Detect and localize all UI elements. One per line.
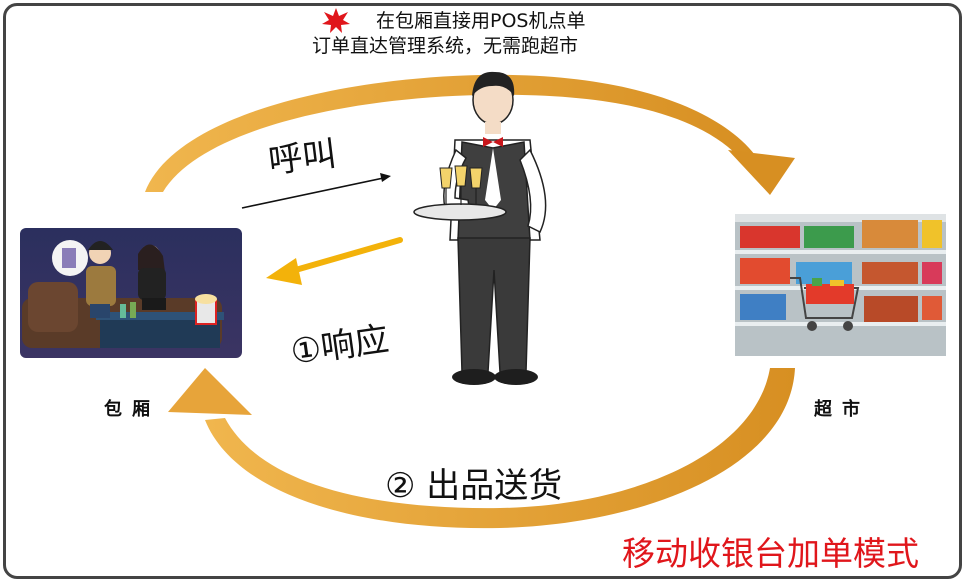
top-arc-arrow xyxy=(145,74,795,195)
top-note-line2: 订单直达管理系统，无需跑超市 xyxy=(312,35,579,57)
waiter-illustration xyxy=(413,71,547,385)
supermarket-illustration xyxy=(735,214,946,356)
mode-title: 移动收银台加单模式 xyxy=(622,534,919,573)
top-note-line1: 在包厢直接用POS机点单 xyxy=(376,10,586,32)
room-label: 包厢 xyxy=(104,399,160,420)
outer-frame xyxy=(3,3,962,579)
burst-icon xyxy=(322,8,350,33)
private-room-illustration xyxy=(20,228,242,358)
call-step-label: 呼叫 xyxy=(266,133,339,182)
deliver-step-label: ② 出品送货 xyxy=(385,466,563,506)
bottom-arc-arrow xyxy=(168,368,795,529)
call-arrow xyxy=(241,173,391,209)
supermarket-label: 超市 xyxy=(814,399,870,420)
respond-arrow xyxy=(266,237,403,285)
